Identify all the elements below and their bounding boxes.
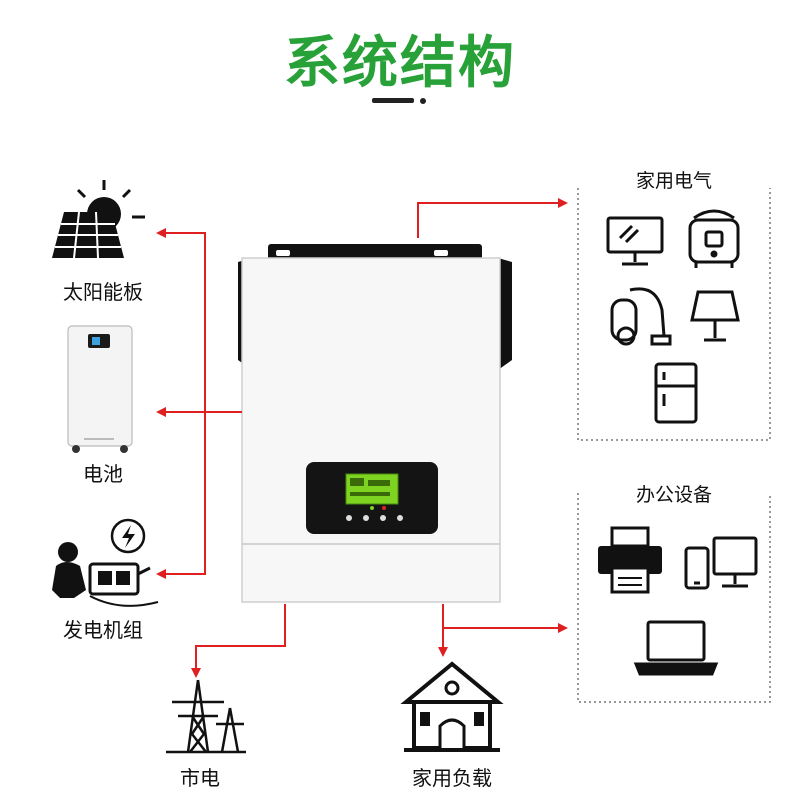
arrow-to-grid xyxy=(191,604,286,678)
diagram-title: 系统结构 xyxy=(284,31,516,96)
home-appliances-box xyxy=(577,188,771,441)
flow-arrows xyxy=(156,198,568,678)
battery-label: 电池 xyxy=(83,462,123,486)
laptop-icon xyxy=(633,620,719,676)
title-underline xyxy=(372,98,414,103)
office-equipment-box xyxy=(577,493,771,703)
refrigerator-icon xyxy=(654,362,698,424)
grid-tower-icon xyxy=(166,679,246,754)
solar-panel-icon xyxy=(52,180,145,259)
printer-icon xyxy=(598,526,662,594)
inverter-unit xyxy=(238,244,512,603)
rice-cooker-icon xyxy=(688,209,740,268)
phone-icon xyxy=(684,546,710,590)
arrow-to-home-appliances xyxy=(417,198,568,238)
home-load-icon xyxy=(400,661,504,752)
home-load-label: 家用负载 xyxy=(412,766,492,790)
tv-icon xyxy=(606,216,664,266)
battery-icon xyxy=(67,325,133,453)
vacuum-cleaner-icon xyxy=(610,287,672,346)
office-equipment-title: 办公设备 xyxy=(635,484,712,506)
title-underline-dot xyxy=(420,98,426,104)
monitor-icon xyxy=(712,536,758,588)
arrow-to-generator xyxy=(156,412,206,579)
solar-panel-label: 太阳能板 xyxy=(63,280,143,304)
arrow-to-solar xyxy=(156,228,242,413)
home-appliances-title: 家用电气 xyxy=(635,170,712,192)
generator-label: 发电机组 xyxy=(63,618,143,642)
grid-label: 市电 xyxy=(180,766,220,790)
lamp-icon xyxy=(690,290,740,342)
generator-icon xyxy=(52,518,159,607)
